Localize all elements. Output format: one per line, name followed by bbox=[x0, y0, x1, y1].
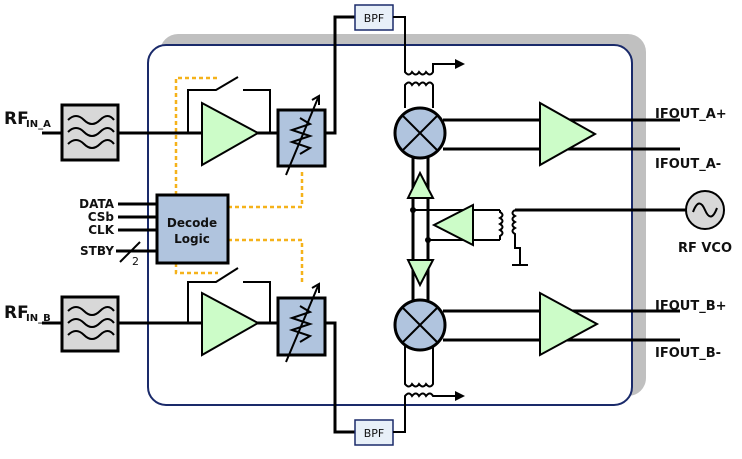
decode-label-2: Logic bbox=[174, 232, 210, 246]
ifout-b-plus-label: IFOUT_B+ bbox=[655, 299, 727, 314]
lo-path: RF VCO bbox=[406, 157, 732, 300]
decode-logic-block bbox=[155, 193, 230, 265]
decode-logic: 2 DATA CSb CLK STBY Decode Logic bbox=[79, 193, 230, 268]
lo-buffer-a bbox=[406, 170, 435, 199]
ground-arrow-icon bbox=[455, 391, 465, 401]
channel-b: RF IN_B BPF IFOUT_B+ IFOUT_B- bbox=[4, 267, 727, 446]
data-pin-label: DATA bbox=[79, 197, 115, 211]
channel-a: RF IN_A BPF IFOUT_A+ IFOUT_A- bbox=[4, 4, 727, 176]
resistor-icon bbox=[288, 117, 314, 155]
stby-pin-label: STBY bbox=[80, 244, 114, 258]
rf-filter-a bbox=[60, 103, 120, 162]
if-transformer-a-secondary bbox=[404, 81, 434, 108]
bypass-switch-b bbox=[187, 267, 271, 323]
variable-arrow-icon bbox=[285, 94, 320, 176]
control-lines bbox=[174, 76, 304, 285]
csb-pin-label: CSb bbox=[88, 210, 115, 224]
bypass-switch-a bbox=[187, 76, 271, 133]
ifout-a-minus-label: IFOUT_A- bbox=[655, 157, 721, 172]
sine-wave-icon bbox=[692, 202, 718, 218]
ifout-a-plus-label: IFOUT_A+ bbox=[655, 107, 727, 122]
ifout-b-minus-label: IFOUT_B- bbox=[655, 346, 721, 361]
rf-in-b-subscript: IN_B bbox=[26, 313, 51, 324]
bpf-bottom bbox=[354, 419, 394, 446]
clk-pin-label: CLK bbox=[88, 223, 114, 237]
rf-in-b-label: RF bbox=[4, 303, 29, 323]
if-amp-b bbox=[539, 291, 600, 357]
resistor-icon bbox=[288, 305, 314, 343]
if-amp-a bbox=[539, 101, 598, 167]
if-transformer-b-primary bbox=[393, 392, 455, 433]
variable-arrow-icon bbox=[285, 282, 320, 363]
filter-icon bbox=[67, 115, 115, 149]
rf-filter-b bbox=[60, 295, 120, 353]
rf-in-a-subscript: IN_A bbox=[26, 119, 51, 130]
filter-icon bbox=[67, 306, 115, 340]
lo-buffer-b bbox=[406, 259, 435, 288]
ground-arrow-icon bbox=[455, 59, 465, 69]
bus-width-label: 2 bbox=[132, 255, 139, 268]
bpf-top-label: BPF bbox=[364, 12, 385, 25]
bpf-bottom-label: BPF bbox=[364, 427, 385, 440]
rf-in-a-label: RF bbox=[4, 109, 29, 129]
decode-label-1: Decode bbox=[167, 216, 217, 230]
lo-input-buffer bbox=[431, 203, 474, 247]
lo-transformer-primary bbox=[498, 210, 504, 240]
lna-b bbox=[201, 291, 261, 357]
lna-a bbox=[201, 101, 261, 167]
if-transformer-b-secondary bbox=[404, 343, 434, 388]
if-transformer-a-primary bbox=[393, 16, 455, 76]
rf-vco-label: RF VCO bbox=[678, 241, 732, 256]
